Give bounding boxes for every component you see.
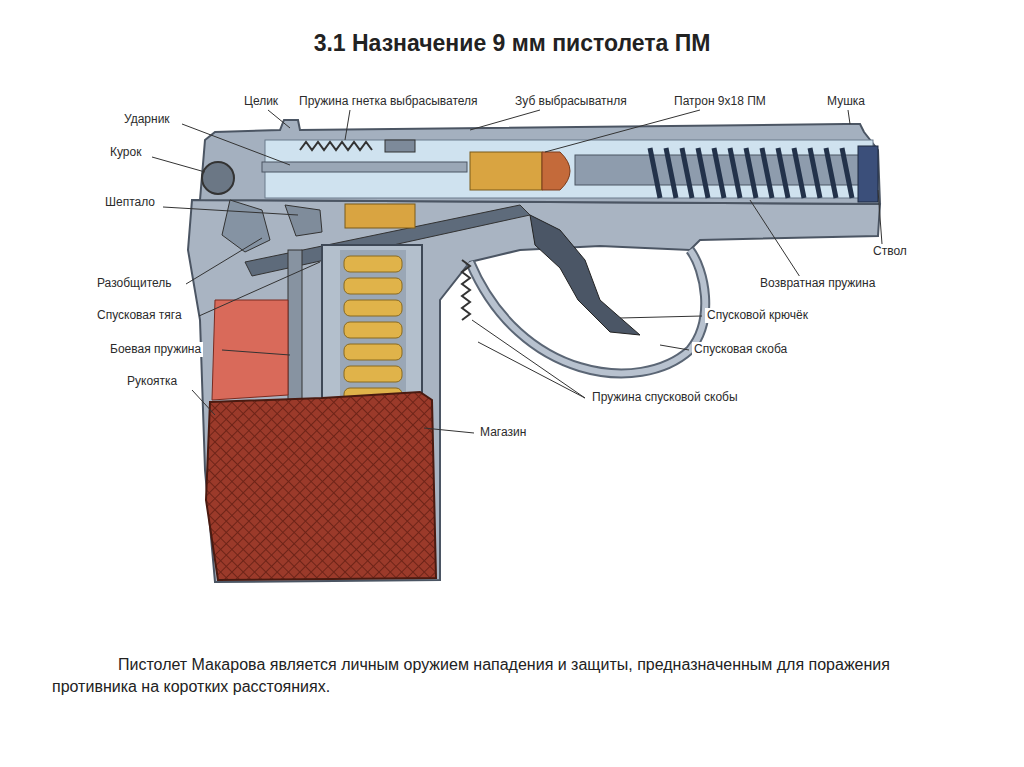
part-label: Пружина гнетка выбрасывателя — [297, 94, 480, 109]
part-label: Спусковая скоба — [692, 342, 789, 357]
part-label: Шептало — [103, 195, 157, 210]
part-label: Спусковая тяга — [95, 308, 184, 323]
caption-text: Пистолет Макарова является личным оружие… — [52, 654, 977, 698]
part-label: Ствол — [871, 244, 909, 259]
part-label: Курок — [108, 145, 143, 160]
part-label: Патрон 9х18 ПМ — [672, 94, 768, 109]
part-label: Мушка — [825, 94, 867, 109]
part-label: Разобщитель — [95, 276, 174, 291]
part-label: Рукоятка — [125, 374, 179, 389]
part-label: Боевая пружина — [108, 342, 203, 357]
part-label: Пружина спусковой скобы — [590, 390, 740, 405]
part-label: Спусковой крючёк — [705, 308, 810, 323]
slide-title: 3.1 Назначение 9 мм пистолета ПМ — [0, 30, 1024, 57]
part-label: Возвратная пружина — [758, 276, 877, 291]
part-label: Целик — [242, 94, 280, 109]
part-label: Магазин — [478, 425, 528, 440]
part-label: Зуб выбрасыватнля — [513, 94, 629, 109]
part-label: Ударник — [122, 112, 172, 127]
